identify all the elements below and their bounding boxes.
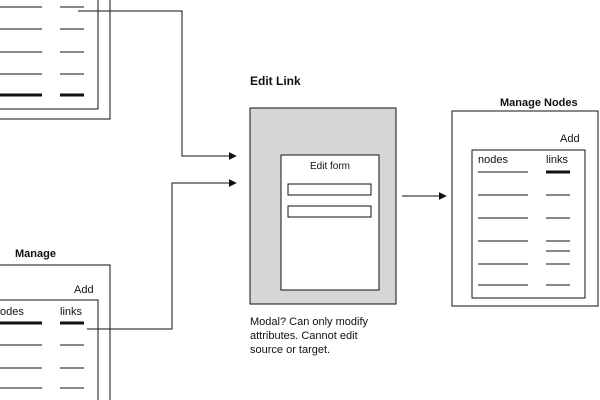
manage-partial-inner-frame <box>0 299 99 400</box>
edit-form-title: Edit form <box>310 161 350 172</box>
edit-link-note-line-3: source or target. <box>250 344 330 356</box>
top-left-inner-frame <box>0 0 99 110</box>
manage-nodes-col-links: links <box>546 154 569 166</box>
arrow-manage-to-edit-link <box>87 179 237 330</box>
bottom-left-manage-screen: Manage Add odes links <box>0 248 111 400</box>
manage-partial-add-label: Add <box>74 284 94 296</box>
manage-partial-col-nodes: odes <box>0 306 24 318</box>
edit-link-note-line-1: Modal? Can only modify <box>250 316 369 328</box>
edit-form-field-1[interactable] <box>287 183 372 196</box>
manage-nodes-table <box>471 149 586 299</box>
manage-nodes-add-label[interactable]: Add <box>560 133 580 145</box>
top-left-screen-partial <box>0 0 111 120</box>
manage-nodes-col-nodes: nodes <box>478 154 508 166</box>
manage-nodes-screen: Manage Nodes Add nodes links <box>451 97 599 307</box>
manage-nodes-title: Manage Nodes <box>500 97 578 109</box>
manage-partial-col-links: links <box>60 306 83 318</box>
edit-form-field-2[interactable] <box>287 205 372 218</box>
arrow-top-left-to-edit-link <box>78 10 237 160</box>
edit-link-screen: Edit Link Edit form Modal? Can only modi… <box>249 74 397 356</box>
edit-link-note-line-2: attributes. Cannot edit <box>250 330 358 342</box>
manage-partial-title: Manage <box>15 248 56 260</box>
edit-link-title: Edit Link <box>250 74 301 88</box>
edit-form-panel <box>280 154 380 291</box>
